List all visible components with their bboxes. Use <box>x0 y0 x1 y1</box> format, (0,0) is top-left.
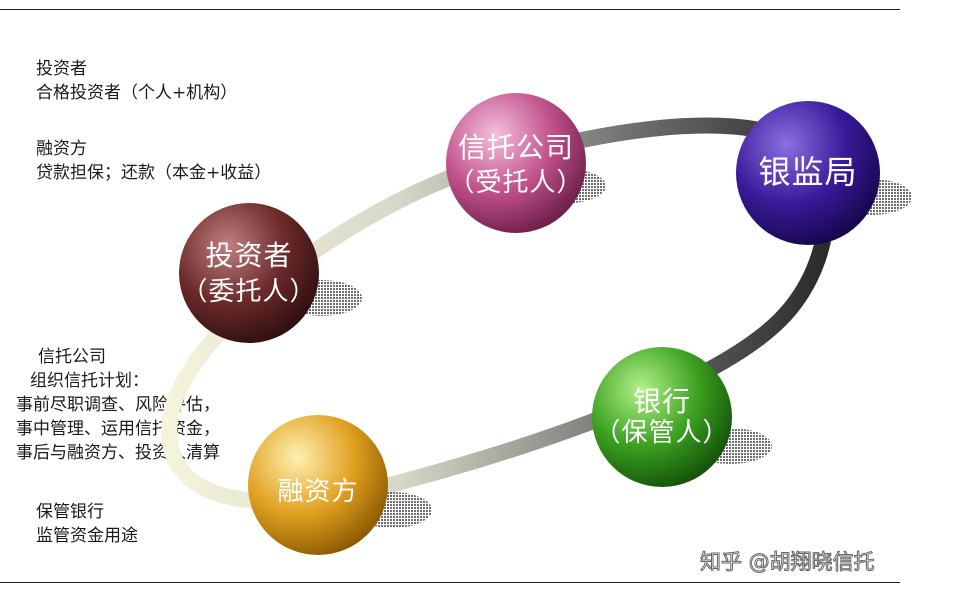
node-trust-company-role: （受托人） <box>448 168 583 198</box>
note-bank-detail: 监管资金用途 <box>36 526 138 546</box>
node-bank <box>592 347 732 487</box>
node-investor <box>179 203 319 343</box>
top-rule <box>0 9 900 10</box>
node-trust-company-label: 信托公司 <box>458 131 574 164</box>
note-investor-title: 投资者 <box>36 59 87 79</box>
node-investor-label: 投资者 <box>205 239 292 272</box>
note-trust-title: 信托公司 <box>38 347 106 367</box>
note-borrower: 融资方 贷款担保；还款（本金+收益） <box>36 137 271 185</box>
bottom-rule <box>0 582 900 583</box>
watermark: 知乎 @胡翔晓信托 <box>700 550 876 575</box>
node-bank-role: （保管人） <box>594 418 729 448</box>
node-borrower <box>248 415 388 555</box>
note-investor: 投资者 合格投资者（个人+机构） <box>36 57 237 105</box>
note-trust-plan: 组织信托计划： <box>30 371 149 391</box>
node-regulator-label: 银监局 <box>758 153 857 191</box>
note-borrower-detail: 贷款担保；还款（本金+收益） <box>36 163 272 183</box>
note-investor-detail: 合格投资者（个人+机构） <box>36 83 238 103</box>
note-borrower-title: 融资方 <box>36 139 87 159</box>
node-trust-company <box>446 93 586 233</box>
node-investor-role: （委托人） <box>181 277 316 307</box>
node-borrower-label: 融资方 <box>277 477 358 507</box>
node-regulator <box>736 101 880 245</box>
node-bank-label: 银行 <box>633 385 691 418</box>
note-bank-title: 保管银行 <box>36 502 104 522</box>
note-custodian-bank: 保管银行 监管资金用途 <box>36 500 138 548</box>
